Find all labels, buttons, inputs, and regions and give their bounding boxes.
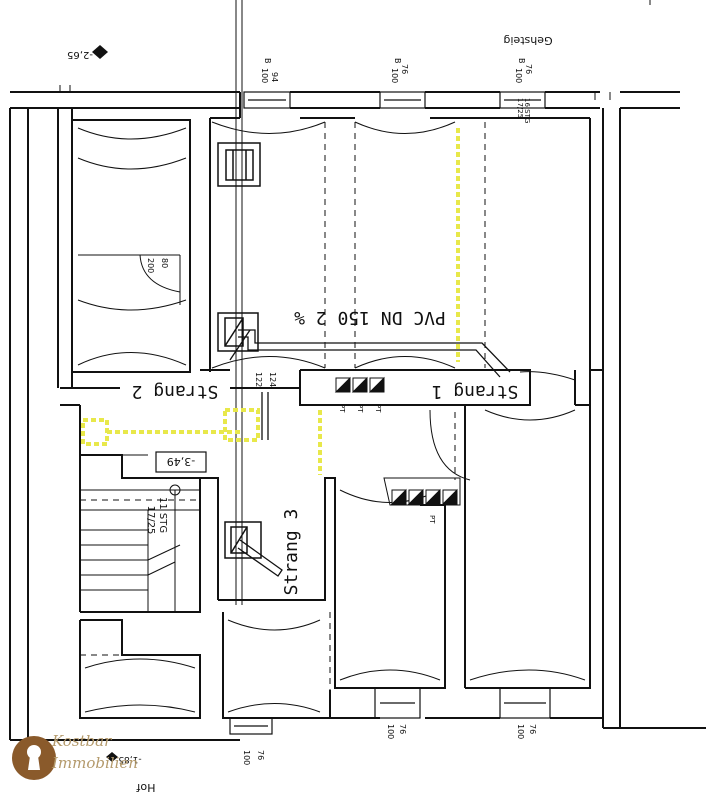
window-dims-top: 94 100 76 100 76 100 B B B 16 STG 17/25 [260, 58, 533, 123]
stairs [80, 454, 200, 612]
step-note: 16 STG [523, 98, 531, 123]
duct-line [235, 0, 243, 605]
strang-2-label: Strang 2 [132, 381, 219, 402]
hof-label: Hof [135, 781, 155, 794]
brand-line-2: Immobilien [51, 754, 138, 772]
dim-2: 124 [268, 372, 277, 387]
dim-1: 122 [254, 372, 263, 387]
dashed-lines [80, 122, 486, 690]
level-marker-bottom: -1,85 [106, 752, 142, 764]
brand-logo: Kostbar Immobilien [12, 732, 138, 780]
door-w: 80 [160, 258, 169, 268]
level-marker-stair: -3,49 [155, 451, 207, 473]
window-top-right-h: 100 [514, 68, 523, 83]
stair-note-1: 11 STG [157, 497, 168, 533]
level-top-text: -2,65 [67, 49, 93, 60]
outer-walls [9, 91, 706, 741]
step-ratio: 17/25 [516, 98, 524, 118]
vault-arcs [77, 121, 586, 713]
pt-label-3: PT [374, 404, 382, 413]
level-bottom-text: -1,85 [118, 754, 141, 764]
window-dims-bottom: 76 100 76 100 76 100 [242, 724, 537, 765]
level-marker-top: -2,65 [67, 45, 108, 60]
strang-1-label: Strang 1 [432, 381, 519, 402]
door [78, 254, 181, 305]
window-top-left-w: 94 [270, 72, 279, 82]
top-edge-details [59, 0, 651, 100]
pt-label-1: PT [338, 404, 346, 413]
stair-note-2: 17/25 [145, 506, 156, 535]
level-stair-text: -3,49 [167, 455, 195, 468]
shafts [217, 142, 262, 559]
window-top-left-h: 100 [260, 68, 269, 83]
window-top-right-w: 76 [524, 64, 533, 74]
b-label-3: B [517, 58, 526, 64]
windows-top [243, 91, 546, 109]
drain-pipes [229, 329, 511, 577]
windows-bottom [229, 687, 551, 735]
window-top-mid-h: 100 [390, 68, 399, 83]
b-label-2: B [393, 58, 402, 64]
window-bottom-right-h: 100 [516, 724, 525, 739]
pt-label-2: PT [356, 404, 364, 413]
window-top-mid-w: 76 [400, 64, 409, 74]
window-bottom-mid-h: 100 [386, 724, 395, 739]
window-bottom-right-w: 76 [528, 724, 537, 734]
door-h: 200 [146, 258, 155, 273]
highlight-lines [81, 128, 460, 475]
pt-label-4: PT [428, 515, 436, 524]
window-bottom-left-w: 76 [256, 750, 265, 760]
window-bottom-left-h: 100 [242, 750, 251, 765]
gehsteig-label: Gehsteig [503, 34, 552, 47]
brand-line-1: Kostbar [51, 732, 112, 750]
pipe-label: PVC DN 150 2 % [294, 307, 446, 328]
b-label-1: B [263, 58, 272, 64]
window-bottom-mid-w: 76 [398, 724, 407, 734]
strang-3-label: Strang 3 [281, 509, 302, 596]
fixture-markers [334, 376, 461, 506]
